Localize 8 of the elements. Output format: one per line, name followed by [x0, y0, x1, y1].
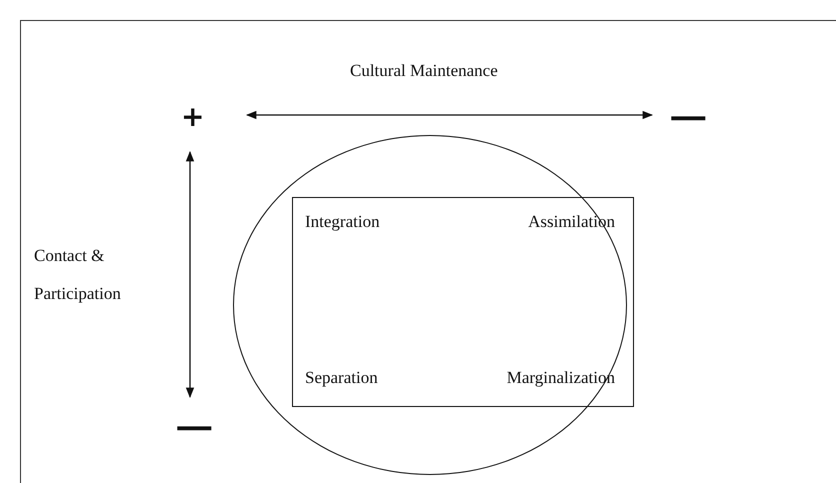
plus-sign: +: [181, 103, 204, 131]
minus-sign: −: [665, 101, 712, 135]
quadrant-label: Separation: [305, 368, 378, 388]
quadrant-label: Integration: [305, 212, 380, 232]
quadrant-box: [292, 197, 634, 407]
axis-label: Cultural Maintenance: [350, 61, 498, 81]
axis-label: Contact & Participation: [34, 245, 122, 305]
minus-sign: −: [171, 411, 218, 445]
